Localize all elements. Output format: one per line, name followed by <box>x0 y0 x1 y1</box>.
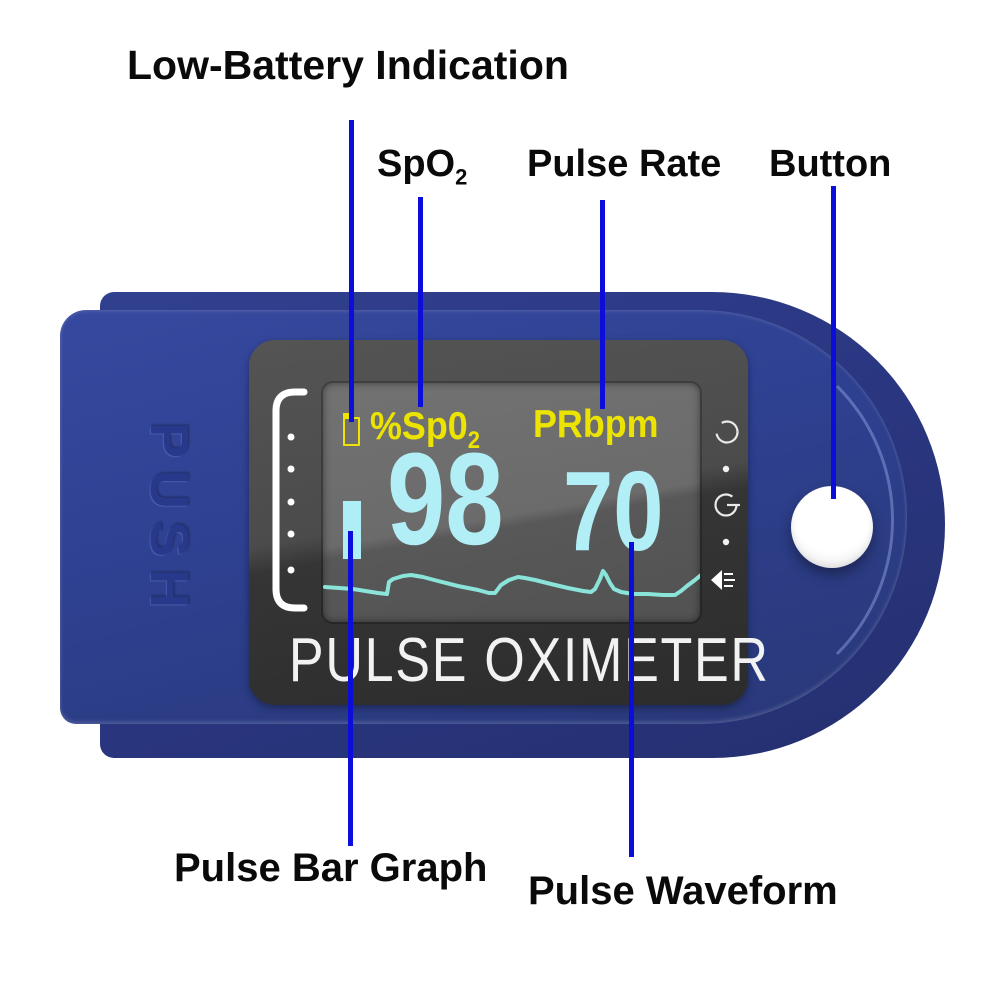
pulse-rate-value: 70 <box>563 448 664 574</box>
label-low-battery-indication: Low-Battery Indication <box>127 42 569 88</box>
pulse-scale-bracket <box>272 388 308 612</box>
device-front-shell: PUSH <box>60 310 907 724</box>
spo2-value: 98 <box>387 425 504 572</box>
brand-label: PULSE OXIMETER <box>288 626 770 695</box>
callout-line-low-battery <box>349 120 354 422</box>
circle-indicator-icon <box>715 420 739 444</box>
label-spo2: SpO2 <box>377 143 467 191</box>
pulse-waveform-line <box>323 569 700 597</box>
callout-line-pulse-rate <box>600 200 605 409</box>
bezel-ornaments <box>272 388 740 612</box>
shell-edge-highlight <box>512 329 894 711</box>
dot-indicator <box>722 538 730 546</box>
screen-bezel: %Sp02 PRbpm 98 70 PULSE OXIMETER <box>249 340 770 705</box>
dot-indicator <box>722 465 730 473</box>
label-spo2-subscript: 2 <box>455 164 468 190</box>
pr-header: PRbpm <box>533 403 659 446</box>
pulse-bar-graph <box>343 501 361 559</box>
bell-icon <box>711 570 735 590</box>
callout-line-spo2 <box>418 197 423 407</box>
device-power-button <box>791 486 873 568</box>
spo2-header-text: %Sp0 <box>370 405 468 448</box>
label-pulse-bar-graph: Pulse Bar Graph <box>174 846 488 890</box>
pulse-waveform-plot <box>323 569 700 597</box>
label-pulse-waveform: Pulse Waveform <box>528 869 838 913</box>
callout-line-pulse-waveform <box>629 542 634 857</box>
callout-line-pulse-bar-graph <box>348 531 353 846</box>
callout-line-button <box>831 186 836 499</box>
spo2-header: %Sp02 <box>370 407 480 453</box>
label-pulse-rate: Pulse Rate <box>527 143 722 185</box>
power-icon <box>714 493 740 517</box>
oled-display: %Sp02 PRbpm 98 70 <box>323 383 700 622</box>
spo2-header-subscript: 2 <box>467 426 480 454</box>
label-spo2-text: SpO <box>377 143 456 185</box>
push-embossed-label: PUSH <box>139 422 199 621</box>
label-button: Button <box>769 143 892 185</box>
